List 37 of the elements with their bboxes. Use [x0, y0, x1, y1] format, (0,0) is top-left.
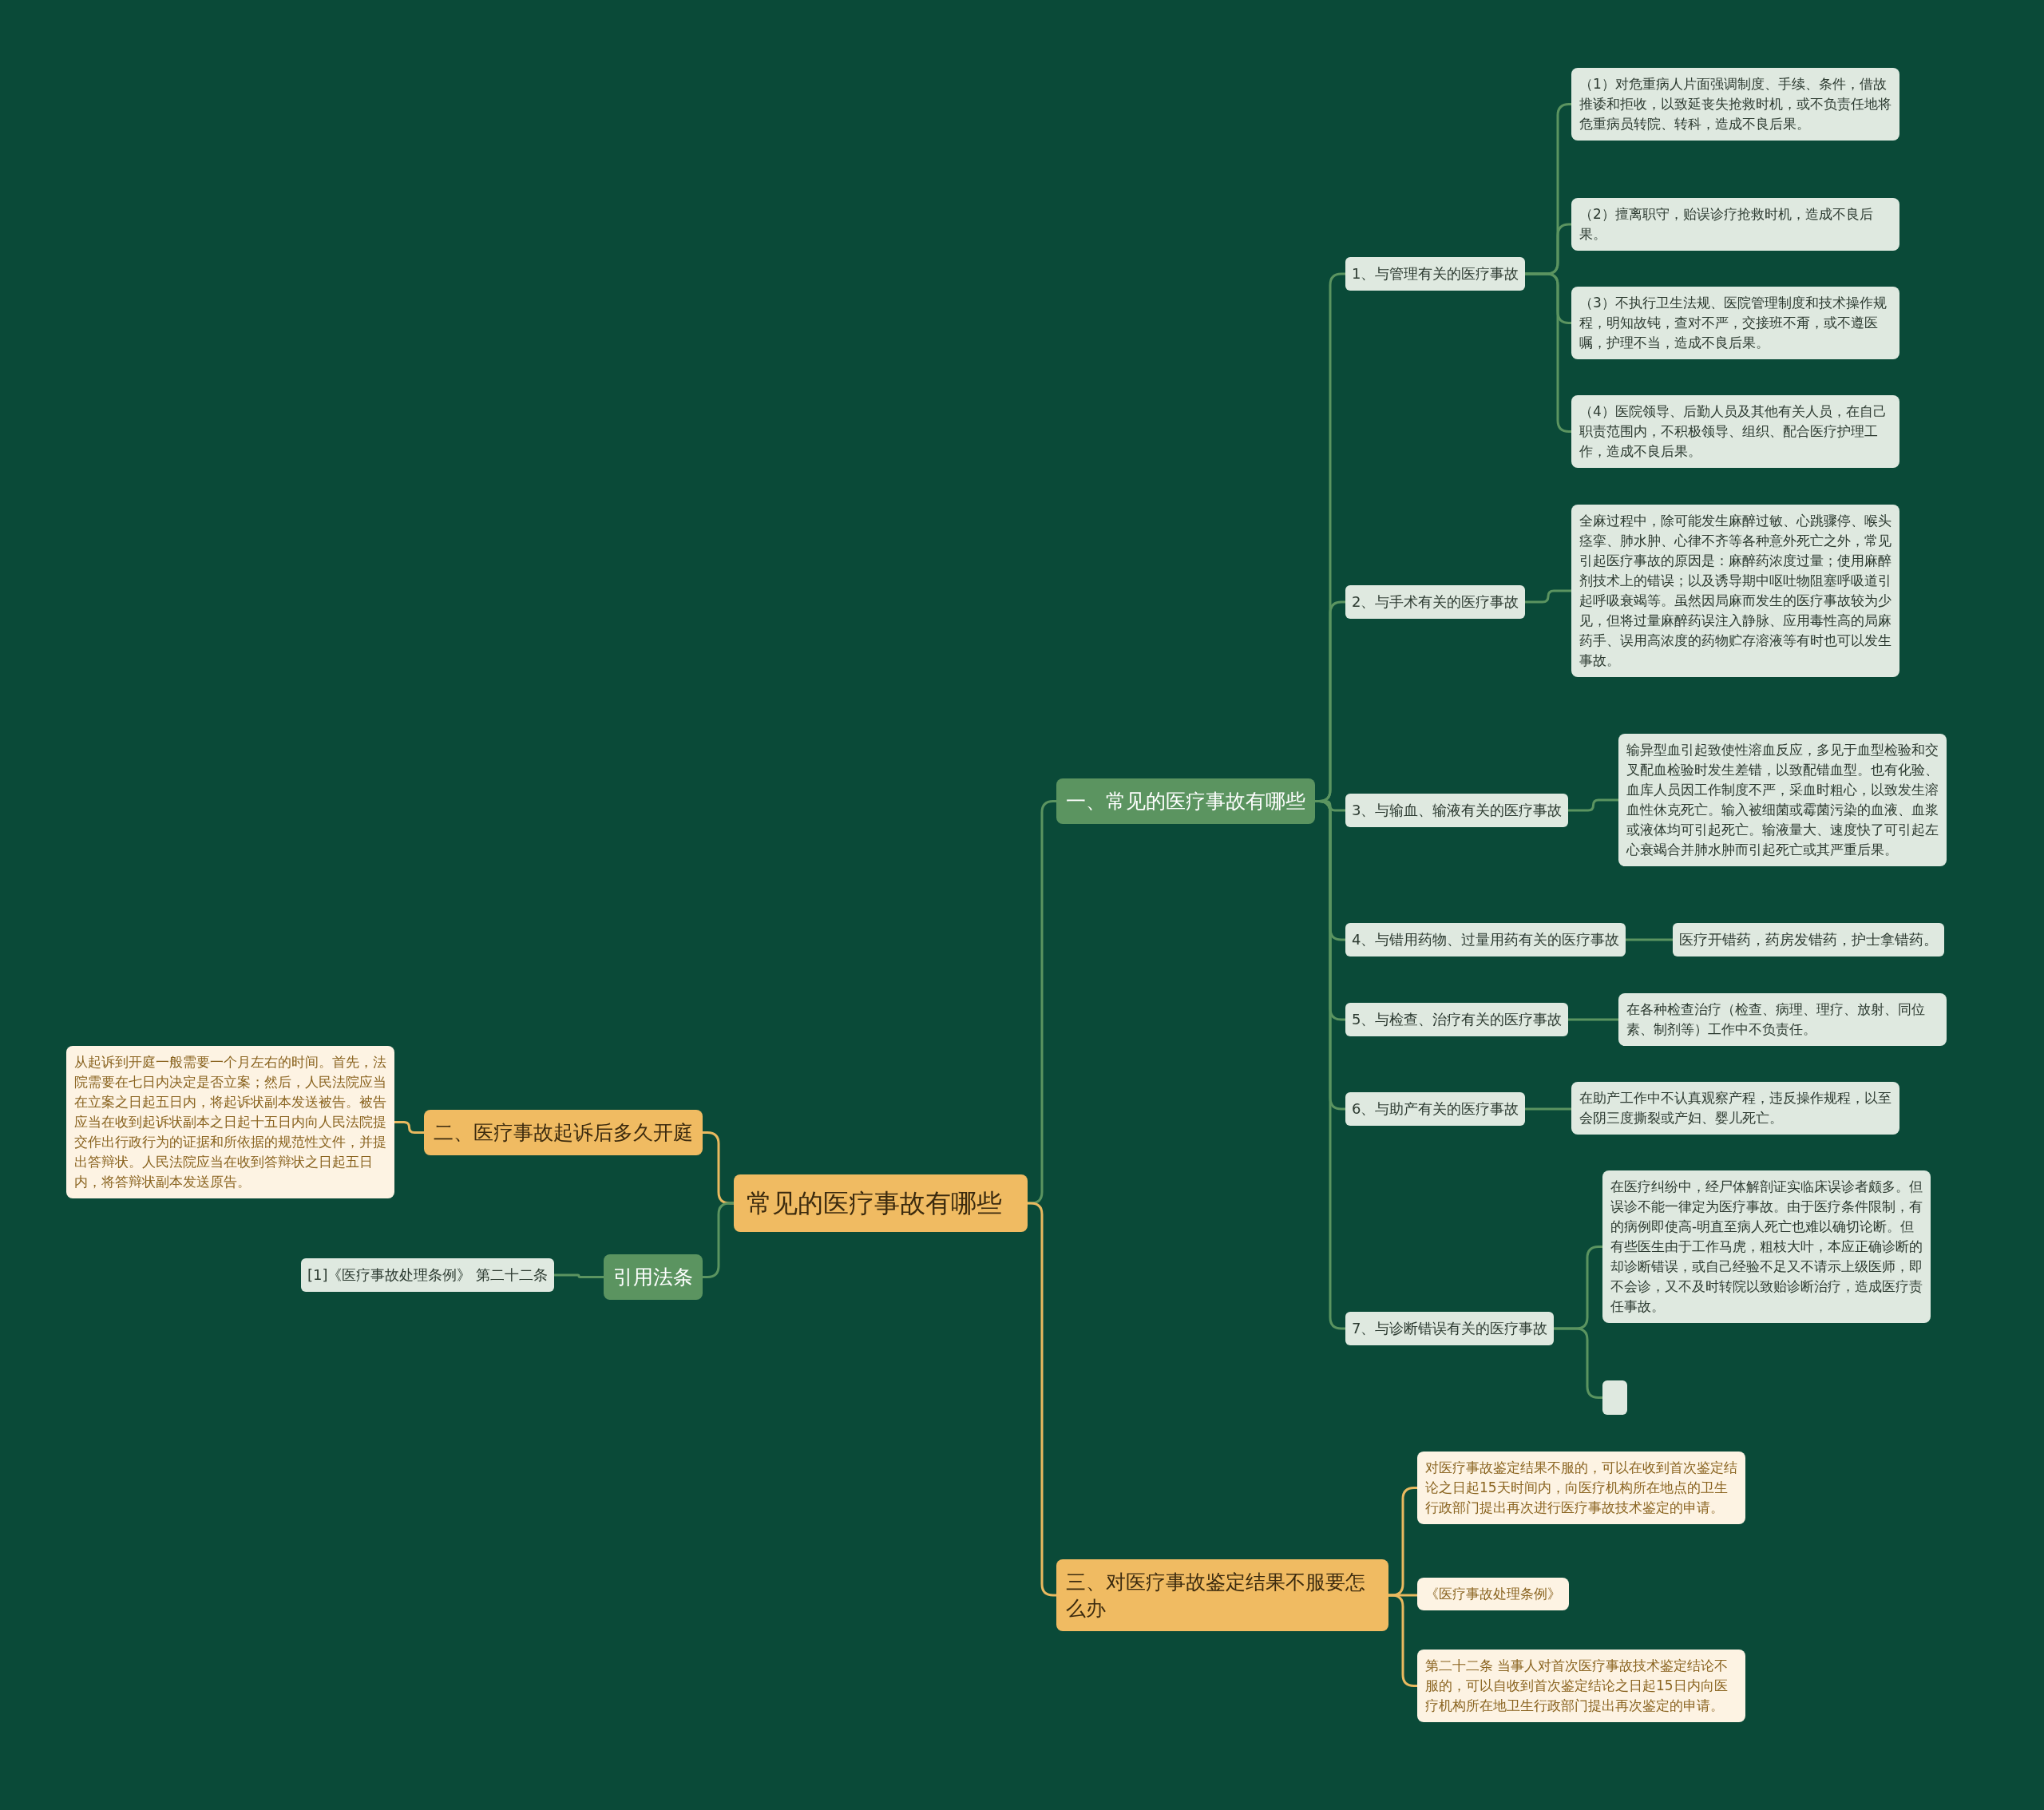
topic-box: 三、对医疗事故鉴定结果不服要怎么办 [1056, 1559, 1388, 1631]
topic-box: 引用法条 [604, 1254, 703, 1300]
empty-topic-box [1602, 1380, 1627, 1415]
note-box: 在医疗纠纷中，经尸体解剖证实临床误诊者颇多。但误诊不能一律定为医疗事故。由于医疗条件限制，有的病例即使高-明直至病人死亡也难以确切论断。但有些医生由于工作马虎，粗枝大叶，本应正确诊断的却诊断错误，或自己经验不足又不请示上级医师，即不会诊，又不及时转院以致贻诊断治疗，造成医疗责任事故。 [1602, 1170, 1931, 1323]
subtopic-box: 2、与手术有关的医疗事故 [1345, 585, 1526, 619]
connector [394, 1121, 424, 1134]
connector [554, 1273, 604, 1278]
subtopic-box: 6、与助产有关的医疗事故 [1345, 1092, 1526, 1126]
subtopic-box: 1、与管理有关的医疗事故 [1345, 257, 1526, 291]
note-box: 输异型血引起致使性溶血反应，多见于血型检验和交叉配血检验时发生差错，以致配错血型。也有化验、血库人员因工作制度不严，采血时粗心，以致发生溶血性休克死亡。输入被细菌或霉菌污染的血液、血浆或液体均可引起死亡。输液量大、速度快了可引起左心衰竭合并肺水肿而引起死亡或其严重后果。 [1618, 734, 1947, 866]
central-topic: 常见的医疗事故有哪些 [734, 1174, 1028, 1232]
topic-box: 二、医疗事故起诉后多久开庭 [424, 1110, 703, 1155]
subtopic-box: 3、与输血、输液有关的医疗事故 [1345, 794, 1569, 827]
note-box: 全麻过程中，除可能发生麻醉过敏、心跳骤停、喉头痉挛、肺水肿、心律不齐等各种意外死亡之外，常见引起医疗事故的原因是：麻醉药浓度过量；使用麻醉剂技术上的错误；以及诱导期中呕吐物阻塞呼吸道引起呼吸衰竭等。虽然因局麻而发生的医疗事故较为少见，但将过量麻醉药误注入静脉、应用毒性高的局麻药手、误用高浓度的药物贮存溶液等有时也可以发生事故。 [1571, 505, 1899, 677]
note-box: 对医疗事故鉴定结果不服的，可以在收到首次鉴定结论之日起15天时间内，向医疗机构所在地点的卫生行政部门提出再次进行医疗事故技术鉴定的申请。 [1417, 1452, 1745, 1524]
subtopic-box: 医疗开错药，药房发错药，护士拿错药。 [1673, 923, 1944, 956]
note-box: （3）不执行卫生法规、医院管理制度和技术操作规程，明知故钝，查对不严，交接班不甭，或不遵医嘱，护理不当，造成不良后果。 [1571, 287, 1899, 359]
connector [1568, 798, 1618, 812]
connector [1568, 1018, 1618, 1021]
note-box: 在各种检查治疗（检查、病理、理疗、放射、同位素、制剂等）工作中不负责任。 [1618, 993, 1947, 1046]
connector [1626, 938, 1673, 941]
connector [703, 1202, 734, 1278]
subtopic-box: [1]《医疗事故处理条例》 第二十二条 [301, 1258, 555, 1292]
note-box: （2）擅离职守，贻误诊疗抢救时机，造成不良后果。 [1571, 198, 1899, 251]
connector [1525, 1107, 1571, 1111]
note-box: 第二十二条 当事人对首次医疗事故技术鉴定结论不服的，可以自收到首次鉴定结论之日起15日内向医疗机构所在地卫生行政部门提出再次鉴定的申请。 [1417, 1650, 1745, 1722]
subtopic-box: 4、与错用药物、过量用药有关的医疗事故 [1345, 923, 1626, 956]
note-box: 《医疗事故处理条例》 [1417, 1578, 1569, 1610]
connector [1525, 272, 1571, 433]
subtopic-box: 5、与检查、治疗有关的医疗事故 [1345, 1003, 1569, 1036]
connector [1525, 589, 1571, 604]
note-box: 从起诉到开庭一般需要一个月左右的时间。首先，法院需要在七日内决定是否立案；然后，人民法院应当在立案之日起五日内，将起诉状副本发送被告。被告应当在收到起诉状副本之日起十五日内向人民法院提交作出行政行为的证据和所依据的规范性文件，并提出答辩状。人民法院应当在收到答辩状之日起五日内，将答辩状副本发送原告。 [66, 1046, 394, 1198]
note-box: （1）对危重病人片面强调制度、手续、条件，借故推诿和拒收，以致延丧失抢救时机，或不负责任地将危重病员转院、转科，造成不良后果。 [1571, 68, 1899, 141]
note-box: （4）医院领导、后勤人员及其他有关人员，在自己职责范围内，不积极领导、组织、配合医疗护理工作，造成不良后果。 [1571, 395, 1899, 468]
topic-box: 一、常见的医疗事故有哪些 [1056, 778, 1315, 824]
note-box: 在助产工作中不认真观察产程，违反操作规程，以至会阴三度撕裂或产妇、婴儿死亡。 [1571, 1082, 1899, 1135]
subtopic-box: 7、与诊断错误有关的医疗事故 [1345, 1312, 1555, 1345]
